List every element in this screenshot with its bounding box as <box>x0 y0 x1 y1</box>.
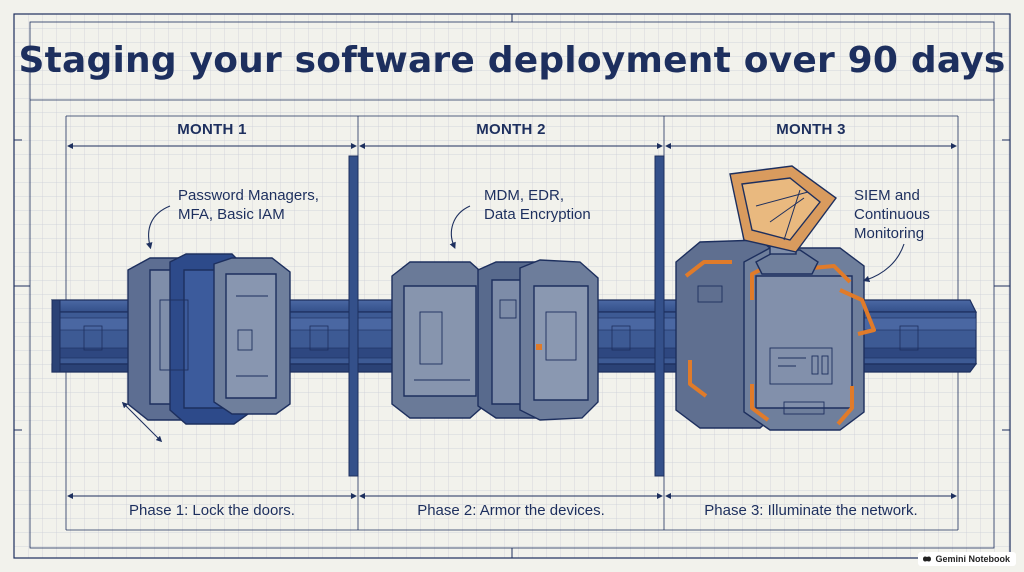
month-3-label: MONTH 3 <box>776 121 846 138</box>
phase-1-label: Phase 1: Lock the doors. <box>129 502 295 519</box>
phase-2-label: Phase 2: Armor the devices. <box>417 502 605 519</box>
divider-posts <box>348 155 665 477</box>
phase-2-callout: MDM, EDR, Data Encryption <box>484 187 591 223</box>
phase-3-callout: SIEM and Continuous Monitoring <box>854 187 930 242</box>
callout-arrows <box>145 205 905 283</box>
module-phase-1 <box>121 253 291 443</box>
phase-3-label: Phase 3: Illuminate the network. <box>704 502 918 519</box>
phase-1-callout: Password Managers, MFA, Basic IAM <box>178 187 319 223</box>
page-title: Staging your software deployment over 90… <box>18 40 1006 81</box>
month-2-label: MONTH 2 <box>476 121 546 138</box>
gemini-notebook-icon <box>923 556 932 562</box>
badge-label: Gemini Notebook <box>935 554 1010 564</box>
month-1-label: MONTH 1 <box>177 121 247 138</box>
frame-ticks <box>14 14 1010 558</box>
gemini-notebook-badge: Gemini Notebook <box>918 552 1016 566</box>
module-phase-2 <box>391 259 599 421</box>
module-phase-3 <box>675 165 876 431</box>
